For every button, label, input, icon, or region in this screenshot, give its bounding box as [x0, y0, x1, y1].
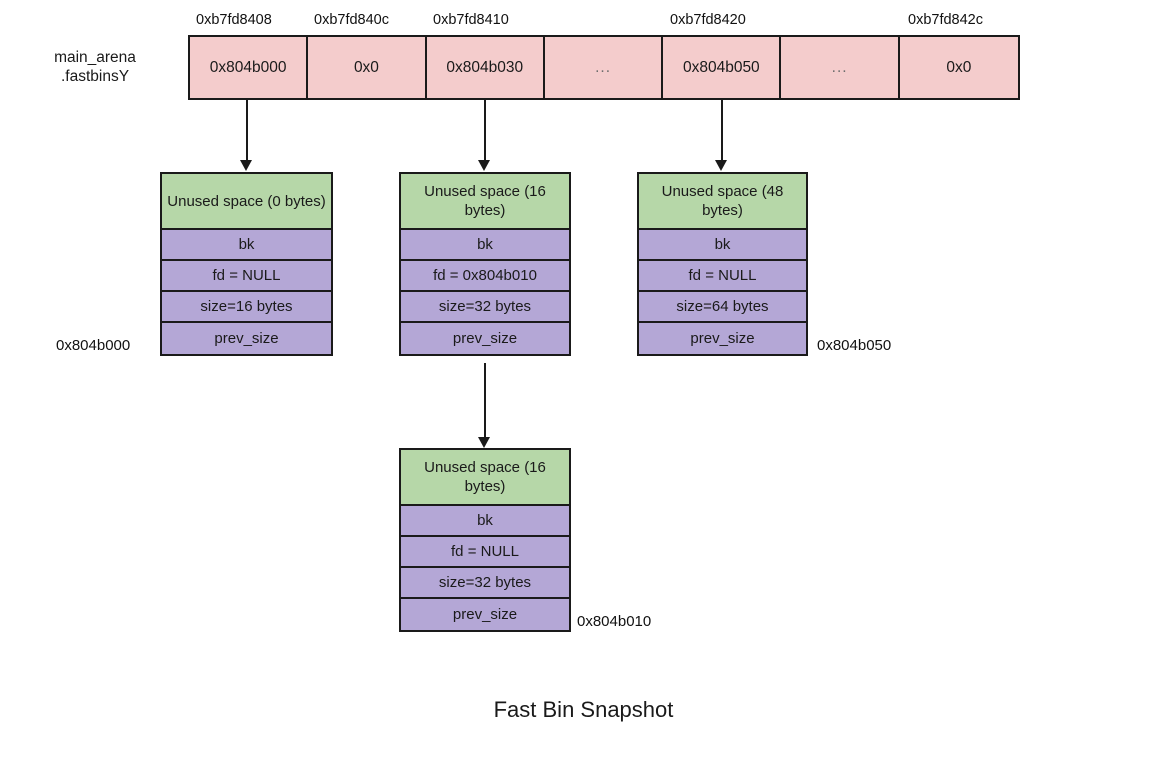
fastbin-cell-1[interactable]: 0x0 [308, 37, 427, 98]
fastbin-cell-4[interactable]: 0x804b050 [663, 37, 782, 98]
chunk-prev-size-field: prev_size [401, 599, 569, 630]
chunk-block-0x804b010: Unused space (16 bytes) bk fd = NULL siz… [399, 448, 571, 632]
arrow-head-chunk1-fd-to-chunk3 [478, 437, 490, 448]
chunk-size-field: size=32 bytes [401, 292, 569, 323]
chunk-fd-field: fd = NULL [162, 261, 331, 292]
chunk-bk-field: bk [639, 230, 806, 261]
chunk-size-field: size=64 bytes [639, 292, 806, 323]
diagram-caption: Fast Bin Snapshot [493, 697, 674, 722]
fastbin-cell-0[interactable]: 0x804b000 [190, 37, 309, 98]
chunk-address-label-0x804b000: 0x804b000 [56, 337, 131, 354]
fastbinsy-array: 0x804b000 0x0 0x804b030 ... 0x804b050 ..… [188, 35, 1021, 100]
arena-label-line2: .fastbinsY [60, 68, 130, 85]
chunk-prev-size-field: prev_size [401, 323, 569, 354]
arrow-line-bin2-to-chunk1 [484, 100, 486, 160]
fastbin-address-header-1: 0xb7fd840c [314, 12, 389, 28]
chunk-block-0x804b030: Unused space (16 bytes) bk fd = 0x804b01… [399, 172, 571, 356]
fastbin-cell-2[interactable]: 0x804b030 [426, 37, 545, 98]
fastbin-address-header-2: 0xb7fd8410 [433, 12, 509, 28]
arrow-head-bin2-to-chunk1 [478, 160, 490, 171]
arrow-line-chunk1-fd-to-chunk3 [484, 363, 486, 437]
arrow-head-bin0-to-chunk0 [240, 160, 252, 171]
chunk-size-field: size=32 bytes [401, 568, 569, 599]
chunk-prev-size-field: prev_size [639, 323, 806, 354]
arrow-line-bin4-to-chunk2 [721, 100, 723, 160]
chunk-fd-field: fd = NULL [401, 537, 569, 568]
arrow-line-bin0-to-chunk0 [246, 100, 248, 160]
fastbin-cell-5[interactable]: ... [781, 37, 900, 98]
arena-label: main_arena .fastbinsY [20, 48, 170, 86]
fastbin-address-header-0: 0xb7fd8408 [196, 12, 272, 28]
chunk-unused-space: Unused space (0 bytes) [162, 174, 331, 230]
arrow-head-bin4-to-chunk2 [715, 160, 727, 171]
chunk-size-field: size=16 bytes [162, 292, 331, 323]
chunk-fd-field: fd = 0x804b010 [401, 261, 569, 292]
fastbin-cell-3[interactable]: ... [544, 37, 664, 98]
chunk-bk-field: bk [162, 230, 331, 261]
chunk-unused-space: Unused space (48 bytes) [639, 174, 806, 230]
arena-label-line1: main_arena [54, 49, 136, 66]
chunk-bk-field: bk [401, 506, 569, 537]
chunk-unused-space: Unused space (16 bytes) [401, 450, 569, 506]
fastbin-cell-6[interactable]: 0x0 [899, 37, 1019, 98]
chunk-fd-field: fd = NULL [639, 261, 806, 292]
chunk-block-0x804b000: Unused space (0 bytes) bk fd = NULL size… [160, 172, 333, 356]
chunk-address-label-0x804b050: 0x804b050 [817, 337, 892, 354]
fastbin-address-header-3: 0xb7fd8420 [670, 12, 746, 28]
chunk-prev-size-field: prev_size [162, 323, 331, 354]
fastbin-address-header-4: 0xb7fd842c [908, 12, 983, 28]
chunk-block-0x804b050: Unused space (48 bytes) bk fd = NULL siz… [637, 172, 808, 356]
chunk-address-label-0x804b010: 0x804b010 [577, 613, 652, 630]
chunk-unused-space: Unused space (16 bytes) [401, 174, 569, 230]
chunk-bk-field: bk [401, 230, 569, 261]
